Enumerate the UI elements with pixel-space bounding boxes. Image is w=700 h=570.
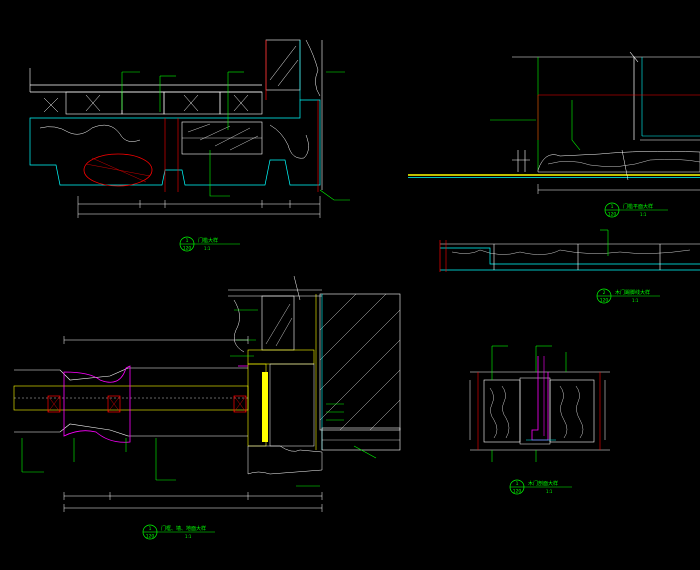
detail-scale: 1:1 [632, 298, 639, 303]
detail-title: 门框、墙、地面大样 [161, 525, 206, 532]
detail-top-left: 1 120 门槛大样 1:1 [29, 39, 350, 252]
detail-number: 1 [149, 526, 152, 532]
detail-title: 木门踢脚线大样 [615, 289, 650, 296]
detail-number: 1 [611, 204, 614, 210]
detail-sheet: 120 [513, 489, 522, 495]
detail-title: 木门剖面大样 [528, 480, 558, 487]
detail-number: 1 [516, 481, 519, 487]
detail-title: 门槛大样 [198, 237, 218, 244]
detail-scale: 1:1 [546, 489, 553, 494]
detail-scale: 1:1 [640, 212, 647, 217]
detail-sheet: 120 [600, 298, 609, 304]
detail-sheet: 120 [608, 212, 617, 218]
detail-top-right: 1 120 门槛平面大样 1:1 [408, 51, 700, 218]
detail-bottom-right: 1 120 木门剖面大样 1:1 [469, 345, 610, 495]
detail-sheet: 120 [183, 246, 192, 252]
detail-number: 2 [603, 290, 606, 296]
detail-sheet: 120 [146, 534, 155, 540]
detail-number: 1 [186, 238, 189, 244]
detail-title: 门槛平面大样 [623, 203, 653, 210]
detail-scale: 1:1 [204, 246, 211, 251]
detail-middle-right: 2 120 木门踢脚线大样 1:1 [439, 229, 700, 304]
detail-bottom-left: 1 120 门框、墙、地面大样 1:1 [13, 275, 401, 540]
detail-scale: 1:1 [185, 534, 192, 539]
